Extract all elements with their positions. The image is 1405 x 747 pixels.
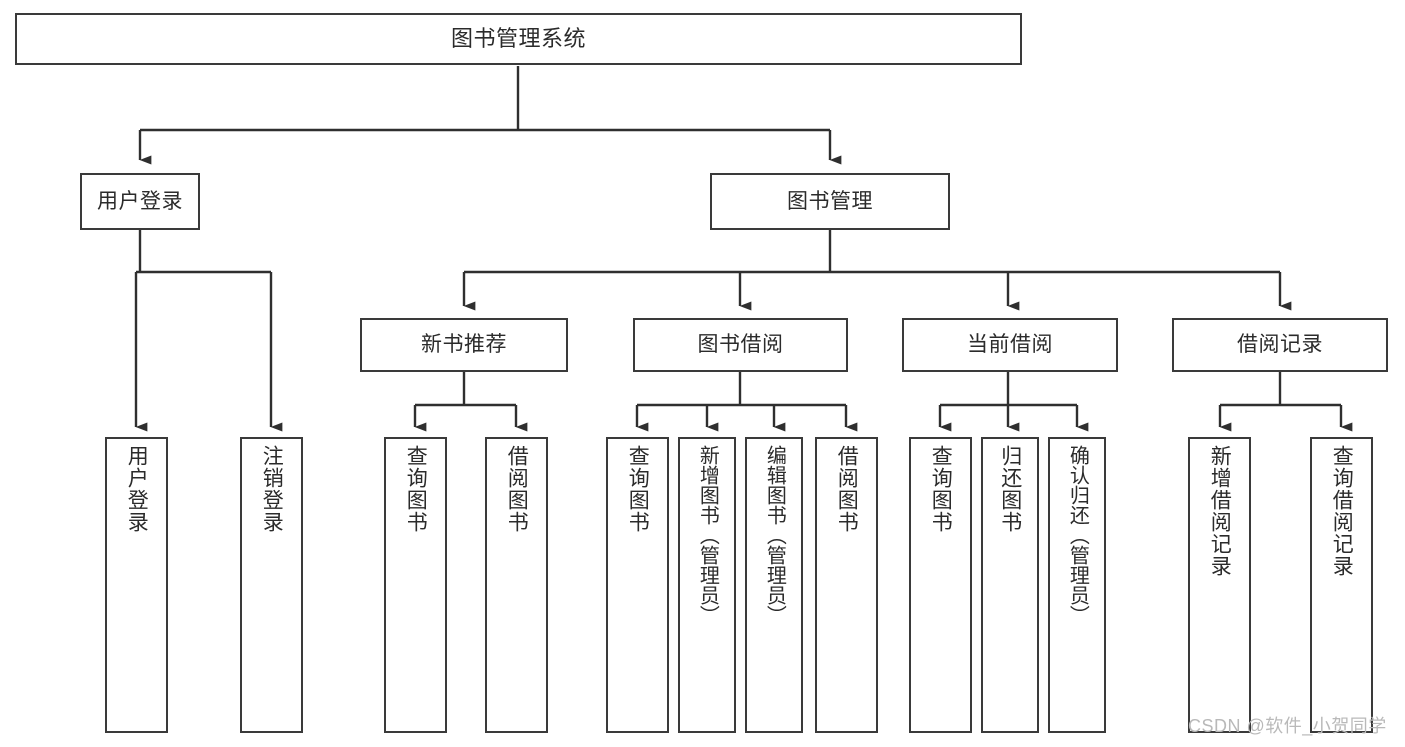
leaf-user-login-1[interactable]: 用户登录	[105, 437, 168, 733]
leaf-user-login-1-label: 用户登录	[125, 445, 149, 533]
node-records-label: 借阅记录	[1237, 333, 1323, 357]
leaf-new-book-1[interactable]: 查询图书	[384, 437, 447, 733]
node-borrow[interactable]: 图书借阅	[633, 318, 848, 372]
node-user-login[interactable]: 用户登录	[80, 173, 200, 230]
leaf-borrow-1[interactable]: 查询图书	[606, 437, 669, 733]
leaf-user-login-2[interactable]: 注销登录	[240, 437, 303, 733]
leaf-new-book-2-label: 借阅图书	[505, 445, 529, 533]
node-borrow-label: 图书借阅	[697, 333, 784, 357]
node-root-label: 图书管理系统	[450, 25, 586, 51]
leaf-new-book-2[interactable]: 借阅图书	[485, 437, 548, 733]
leaf-new-book-1-label: 查询图书	[404, 445, 428, 533]
leaf-current-2[interactable]: 归还图书	[981, 437, 1039, 733]
leaf-borrow-3-label: 编辑图书（管理员）	[763, 445, 786, 625]
node-root[interactable]: 图书管理系统	[15, 13, 1022, 65]
leaf-records-1-label: 新增借阅记录	[1208, 445, 1232, 577]
node-current[interactable]: 当前借阅	[902, 318, 1118, 372]
leaf-current-3-label: 确认归还（管理员）	[1066, 445, 1089, 625]
node-book-manage-label: 图书管理	[787, 189, 873, 213]
leaf-borrow-4-label: 借阅图书	[835, 445, 859, 533]
leaf-borrow-4[interactable]: 借阅图书	[815, 437, 878, 733]
leaf-current-3[interactable]: 确认归还（管理员）	[1048, 437, 1106, 733]
leaf-borrow-2[interactable]: 新增图书（管理员）	[678, 437, 736, 733]
leaf-current-1-label: 查询图书	[929, 445, 953, 533]
leaf-records-2[interactable]: 查询借阅记录	[1310, 437, 1373, 733]
csdn-watermark: CSDN @软件_小贺同学	[1188, 716, 1387, 736]
leaf-borrow-3[interactable]: 编辑图书（管理员）	[745, 437, 803, 733]
node-book-manage[interactable]: 图书管理	[710, 173, 950, 230]
leaf-current-1[interactable]: 查询图书	[909, 437, 972, 733]
node-user-login-label: 用户登录	[97, 189, 183, 213]
leaf-records-2-label: 查询借阅记录	[1330, 445, 1354, 577]
node-new-book-label: 新书推荐	[421, 333, 507, 357]
leaf-borrow-2-label: 新增图书（管理员）	[696, 445, 719, 625]
node-current-label: 当前借阅	[967, 333, 1053, 357]
leaf-user-login-2-label: 注销登录	[260, 445, 284, 533]
leaf-current-2-label: 归还图书	[998, 445, 1022, 533]
leaf-records-1[interactable]: 新增借阅记录	[1188, 437, 1251, 733]
node-records[interactable]: 借阅记录	[1172, 318, 1388, 372]
leaf-borrow-1-label: 查询图书	[626, 445, 650, 533]
node-new-book[interactable]: 新书推荐	[360, 318, 568, 372]
